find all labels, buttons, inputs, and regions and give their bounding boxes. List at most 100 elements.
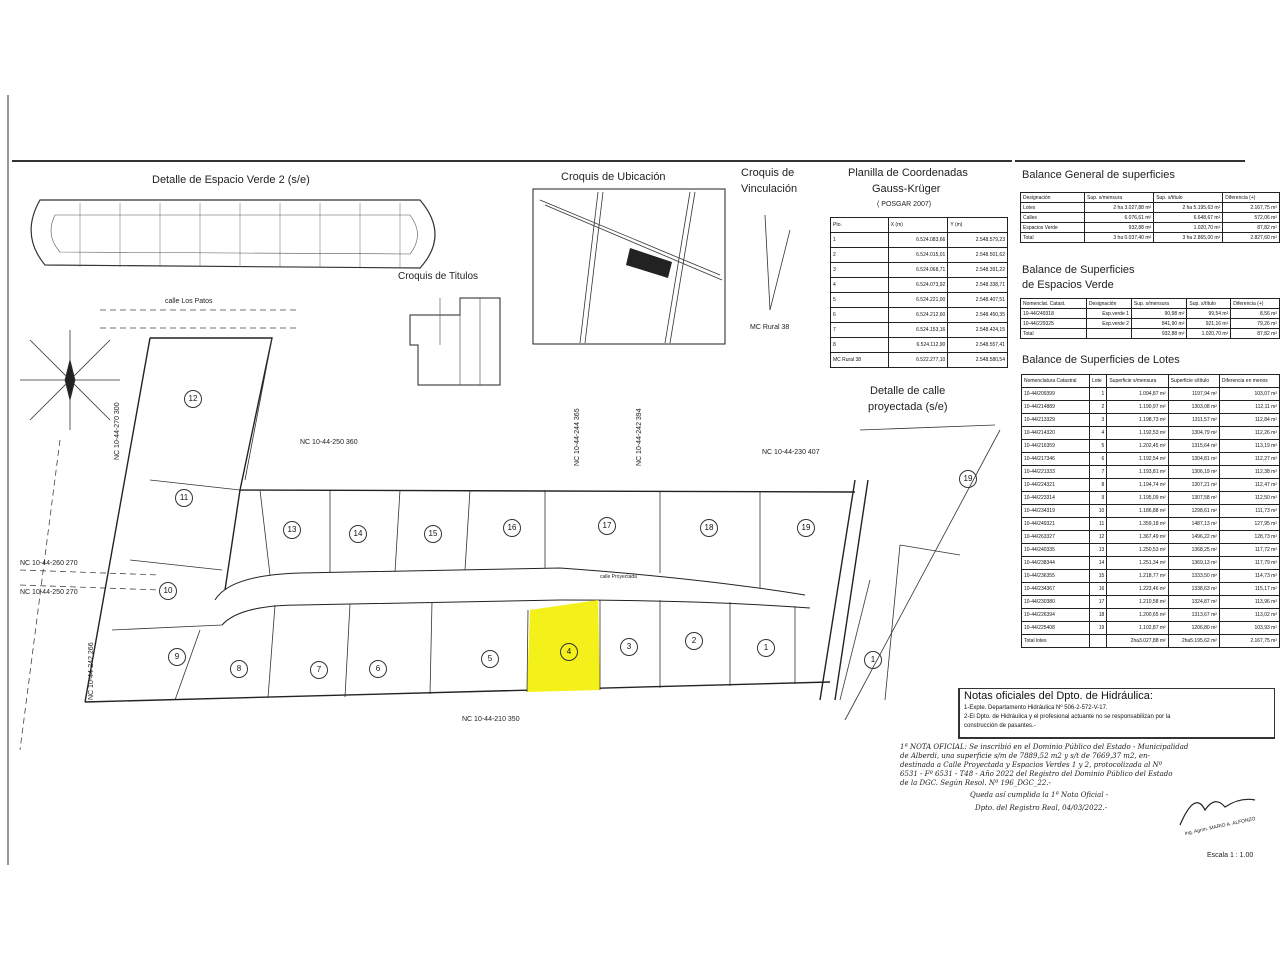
parcel-location-mark [626,248,672,278]
table-cell: Lotes [1019,202,1086,213]
lot-2[interactable]: 2 [685,632,703,650]
table-cell: 10-44/217346 [1021,452,1090,466]
handwritten-line: 1ª NOTA OFICIAL: Se inscribió en el Domi… [900,743,1189,751]
table-cell: 1.210,58 m² [1106,595,1169,609]
table-cell: Nomenclat. Catast. [1020,298,1087,309]
hydraulics-notes-box: Notas oficiales del Dpto. de Hidráulica:… [958,688,1275,739]
table-cell: 6.524.068,71 [887,262,949,278]
table-cell: 117,72 m² [1218,543,1280,557]
table-cell: 932,88 m² [1084,222,1155,233]
subdivision-outline [84,337,869,703]
lot-9[interactable]: 9 [168,648,186,666]
table-cell: 1.250,53 m² [1106,543,1169,557]
table-cell: 19 [1088,621,1108,635]
table-cell: 18 [1088,608,1108,622]
table-cell: Diferencia en menos [1218,374,1280,388]
top-margin [0,0,1280,95]
lot-8[interactable]: 8 [230,660,248,678]
table-cell: 10-44/249318 [1020,308,1087,319]
lot-13[interactable]: 13 [283,521,301,539]
table-cell: 1.192,54 m² [1106,452,1169,466]
table-cell: 10-44/229325 [1020,318,1087,329]
table-cell: Designación [1019,192,1086,203]
table-cell: 10-44/209399 [1021,387,1090,401]
table-cell: Total [1020,328,1087,339]
green-space-detail-title: Detalle de Espacio Verde 2 (s/e) [152,174,310,186]
titles-sketch-title: Croquis de Titulos [398,271,479,282]
table-cell: 10-44/224321 [1021,478,1090,492]
table-cell: 572,06 m² [1222,212,1280,223]
lot-15[interactable]: 15 [424,525,442,543]
table-cell: 111,73 m² [1218,504,1280,518]
table-cell: 13 [1088,543,1108,557]
table-cell: 1333,50 m² [1167,569,1220,583]
table-cell: Esp.verde 2 [1085,318,1132,329]
table-cell: 10-44/240335 [1021,543,1090,557]
lot-10[interactable]: 10 [159,582,177,600]
lot-17[interactable]: 17 [598,517,616,535]
table-cell: 932,88 m² [1130,328,1188,339]
lot-4[interactable]: 4 [560,643,578,661]
table-cell: 10-44/221333 [1021,465,1090,479]
table-cell: Total lotes [1021,634,1090,648]
table-cell: 10-44/249321 [1021,517,1090,531]
lot-19[interactable]: 19 [797,519,815,537]
lot-1[interactable]: 1 [757,639,775,657]
titles-sketch [409,297,501,386]
table-cell: 114,73 m² [1218,569,1280,583]
table-cell: 1206,80 m² [1167,621,1220,635]
lot-18[interactable]: 18 [700,519,718,537]
lot-3[interactable]: 3 [620,638,638,656]
table-cell: 7 [830,322,889,338]
street-proyectada: calle Proyectada [600,574,637,580]
note-3: construcción de pasantes.- [964,723,1036,729]
table-cell: 1306,19 m² [1167,465,1220,479]
table-cell: 15 [1088,569,1108,583]
table-cell: 1338,63 m² [1167,582,1220,596]
table-cell: 16 [1088,582,1108,596]
table-cell: 17 [1088,595,1108,609]
table-cell: 5 [1088,439,1108,453]
table-cell: 1368,25 m² [1167,543,1220,557]
table-cell: 1369,13 m² [1167,556,1220,570]
table-cell: 90,98 m² [1130,308,1188,319]
lot-5[interactable]: 5 [481,650,499,668]
lot-11[interactable]: 11 [175,489,193,507]
link-sketch-title-2: Vinculación [741,183,798,195]
table-cell: 113,19 m² [1218,439,1280,453]
table-cell: 1 [1088,387,1108,401]
table-cell: Sup. s/mensura [1084,192,1155,203]
table-cell: 10-44/230380 [1021,595,1090,609]
table-cell: 10-44/213329 [1021,413,1090,427]
table-cell: 921,16 m² [1186,318,1232,329]
handwritten-line: Dpto. del Registro Real, 04/03/2022.- [975,804,1108,812]
table-cell: 2.548.407,51 [947,292,1008,308]
table-cell: 6.648,67 m² [1153,212,1224,223]
lot-16[interactable]: 16 [503,519,521,537]
table-cell: 1311,57 m² [1167,413,1220,427]
table-cell: 128,73 m² [1218,530,1280,544]
lot-7[interactable]: 7 [310,661,328,679]
table-cell: 6.524.212,60 [887,307,949,323]
lot-14[interactable]: 14 [349,525,367,543]
lot-6[interactable]: 6 [369,660,387,678]
table-cell: 1.192,53 m² [1106,426,1169,440]
nc-label: NC 10-44-242 394 [636,408,643,466]
street-detail-title-1: Detalle de calle [870,385,946,397]
table-cell: 1496,22 m² [1167,530,1220,544]
table-cell: 3 ha 0.037,40 m² [1084,232,1155,243]
nc-label: NC 10-44-244 365 [574,408,581,466]
table-cell: 2 [830,247,889,263]
table-cell: 6.524.112,90 [887,337,949,353]
lot-12[interactable]: 12 [184,390,202,408]
